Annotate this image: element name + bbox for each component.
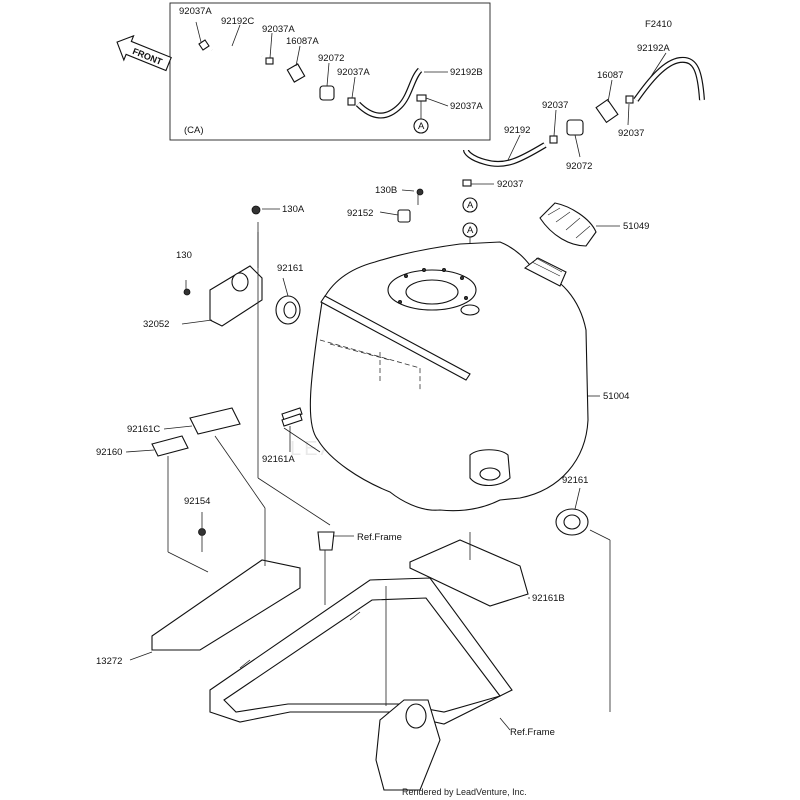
clip-ref-frame (317, 531, 335, 551)
label-92072: 92072 (566, 161, 592, 172)
grommet-left (275, 277, 301, 325)
tank-strap (320, 295, 471, 381)
fuel-tank (309, 241, 600, 512)
tank-bracket (181, 205, 263, 327)
label-51049: 51049 (623, 221, 649, 232)
bolt-130b (401, 188, 424, 205)
label-130: 130 (176, 250, 192, 261)
label-92037a-4: 92037A (450, 101, 483, 112)
vent-leaders (471, 52, 667, 185)
inset-label: (CA) (184, 125, 204, 136)
label-92154: 92154 (184, 496, 210, 507)
label-92037-2: 92037 (618, 128, 644, 139)
label-32052: 32052 (143, 319, 169, 330)
bolt-92154 (198, 512, 206, 536)
damper-92152 (379, 209, 411, 223)
label-92161-1: 92161 (277, 263, 303, 274)
pad-92161b (409, 539, 529, 607)
label-130b: 130B (375, 185, 397, 196)
pad-92160 (151, 435, 189, 457)
label-92037-1: 92037 (542, 100, 568, 111)
label-51004: 51004 (603, 391, 629, 402)
front-arrow: FRONT (116, 34, 172, 72)
label-92192a: 92192A (637, 43, 670, 54)
circle-ref-a-upper: A (467, 200, 474, 211)
label-13272: 13272 (96, 656, 122, 667)
label-130a: 130A (282, 204, 305, 215)
label-92037a-1: 92037A (179, 6, 212, 17)
pad-92161a (281, 407, 303, 427)
ca-hose-assembly: A (198, 39, 429, 134)
label-92037a-3: 92037A (337, 67, 370, 78)
grommet-right (555, 487, 589, 536)
circle-ref-a-lower: A (467, 225, 474, 236)
label-16087a: 16087A (286, 36, 319, 47)
circle-ref-a-inset: A (418, 121, 425, 132)
footer-credit: Rendered by LeadVenture, Inc. (402, 787, 527, 797)
label-ref-frame-1: Ref.Frame (357, 532, 402, 543)
label-16087: 16087 (597, 70, 623, 81)
label-92192: 92192 (504, 125, 530, 136)
label-92161b: 92161B (532, 593, 565, 604)
label-92160: 92160 (96, 447, 122, 458)
label-92161c: 92161C (127, 424, 160, 435)
label-92152: 92152 (347, 208, 373, 219)
label-92037-3: 92037 (497, 179, 523, 190)
label-92072-ca: 92072 (318, 53, 344, 64)
label-92161-2: 92161 (562, 475, 588, 486)
label-ref-frame-2: Ref.Frame (510, 727, 555, 738)
label-92161a: 92161A (262, 454, 295, 465)
label-92192c: 92192C (221, 16, 254, 27)
fuel-cap (539, 202, 620, 247)
mounting-frame (129, 559, 513, 791)
label-92037a-2: 92037A (262, 24, 295, 35)
pad-92161c (189, 407, 241, 435)
ca-inset-box (169, 2, 491, 141)
label-92192b: 92192B (450, 67, 483, 78)
figure-code: F2410 (645, 19, 672, 30)
part-labels: 92037A 92192C 92037A 16087A 92072 92037A… (96, 6, 670, 738)
inset-leaders (195, 21, 449, 107)
